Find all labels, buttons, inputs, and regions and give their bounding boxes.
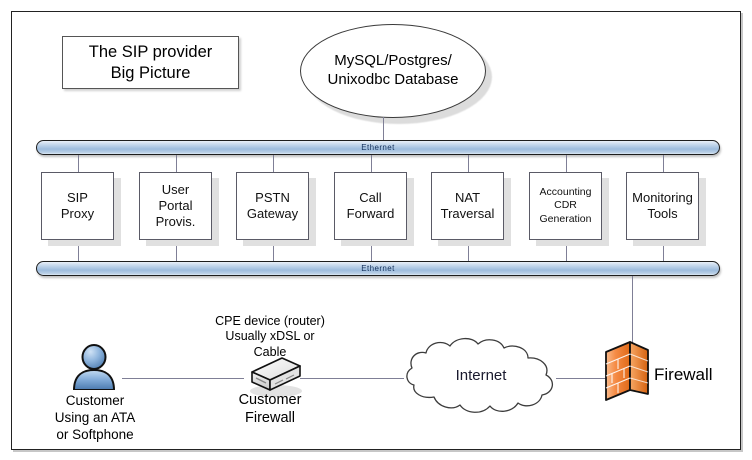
connector-bus-top-to-pstn-gateway <box>273 155 274 172</box>
ethernet-bus-bottom: Ethernet <box>36 261 720 276</box>
service-box-accounting-cdr-line-2: CDR <box>554 199 577 212</box>
cpe-router-icon <box>236 356 304 398</box>
connector-sip-proxy-to-bus-bottom <box>78 240 79 261</box>
service-box-nat-traversal-line-2: Traversal <box>440 206 495 221</box>
ethernet-bus-top-label: Ethernet <box>361 142 395 152</box>
ethernet-bus-top: Ethernet <box>36 140 720 155</box>
customer-label-line-1: Customer <box>65 393 125 408</box>
customer-label-line-3: or Softphone <box>56 427 134 442</box>
link-cpe-to-internet <box>300 378 404 379</box>
connector-pstn-gateway-to-bus-bottom <box>273 240 274 261</box>
link-customer-to-cpe <box>122 378 244 379</box>
service-box-nat-traversal-line-1: NAT <box>454 190 481 206</box>
firewall-icon <box>604 340 650 402</box>
service-box-user-portal-line-2: Portal <box>158 198 193 214</box>
database-node: MySQL/Postgres/ Unixodbc Database <box>300 24 486 118</box>
customer-person-icon <box>72 344 116 391</box>
service-box-pstn-gateway-line-2: Gateway <box>246 206 299 221</box>
database-line-2: Unixodbc Database <box>327 71 459 88</box>
service-box-pstn-gateway-line-1: PSTN <box>255 190 290 206</box>
firewall-label: Firewall <box>654 365 713 384</box>
customer-label: Customer Using an ATA or Softphone <box>28 392 162 443</box>
internet-label: Internet <box>455 367 507 384</box>
service-box-sip-proxy-line-1: SIP <box>67 190 88 206</box>
internet-cloud-icon <box>398 335 564 419</box>
service-box-user-portal-line-1: User <box>161 182 190 198</box>
service-box-call-forward-line-2: Forward <box>346 206 395 221</box>
cpe-label-line-1: CPE device (router) <box>215 314 325 328</box>
cpe-label-line-2: Usually xDSL or <box>225 329 315 344</box>
connector-bus-top-to-accounting-cdr <box>566 155 567 172</box>
title-line-2: Big Picture <box>110 63 191 82</box>
connector-bus-to-firewall <box>632 276 633 344</box>
customer-label-line-2: Using an ATA <box>54 410 136 425</box>
service-box-accounting-cdr-line-1: Accounting <box>539 186 592 199</box>
database-line-1: MySQL/Postgres/ <box>334 52 452 70</box>
connector-monitoring-tools-to-bus-bottom <box>663 240 664 261</box>
cpe-label-below: Customer Firewall <box>203 392 337 427</box>
service-box-user-portal-line-3: Provis. <box>155 213 196 229</box>
connector-bus-top-to-user-portal <box>176 155 177 172</box>
service-box-monitoring-tools-line-1: Monitoring <box>632 190 693 206</box>
cpe-label-under-2: Firewall <box>245 409 295 426</box>
service-box-sip-proxy-line-2: Proxy <box>60 206 95 221</box>
service-box-monitoring-tools-line-2: Tools <box>647 206 678 221</box>
connector-nat-traversal-to-bus-bottom <box>468 240 469 261</box>
title-box: The SIP provider Big Picture <box>62 36 239 89</box>
cpe-label-line-3: Cable <box>253 344 287 359</box>
title-line-1: The SIP provider <box>88 43 213 62</box>
service-box-call-forward-line-1: Call <box>359 190 382 206</box>
connector-bus-top-to-monitoring-tools <box>663 155 664 172</box>
connector-call-forward-to-bus-bottom <box>371 240 372 261</box>
connector-database-to-bus <box>383 117 384 141</box>
ethernet-bus-bottom-label: Ethernet <box>361 263 395 273</box>
cpe-label-above: CPE device (router) Usually xDSL or Cabl… <box>195 314 345 360</box>
link-internet-to-firewall <box>556 378 610 379</box>
connector-bus-top-to-call-forward <box>371 155 372 172</box>
cpe-label-under-1: Customer <box>238 392 302 408</box>
connector-bus-top-to-sip-proxy <box>78 155 79 172</box>
diagram-frame <box>11 11 741 450</box>
connector-user-portal-to-bus-bottom <box>176 240 177 261</box>
connector-bus-top-to-nat-traversal <box>468 155 469 172</box>
service-box-accounting-cdr-line-3: Generation <box>539 212 592 225</box>
connector-accounting-cdr-to-bus-bottom <box>566 240 567 261</box>
